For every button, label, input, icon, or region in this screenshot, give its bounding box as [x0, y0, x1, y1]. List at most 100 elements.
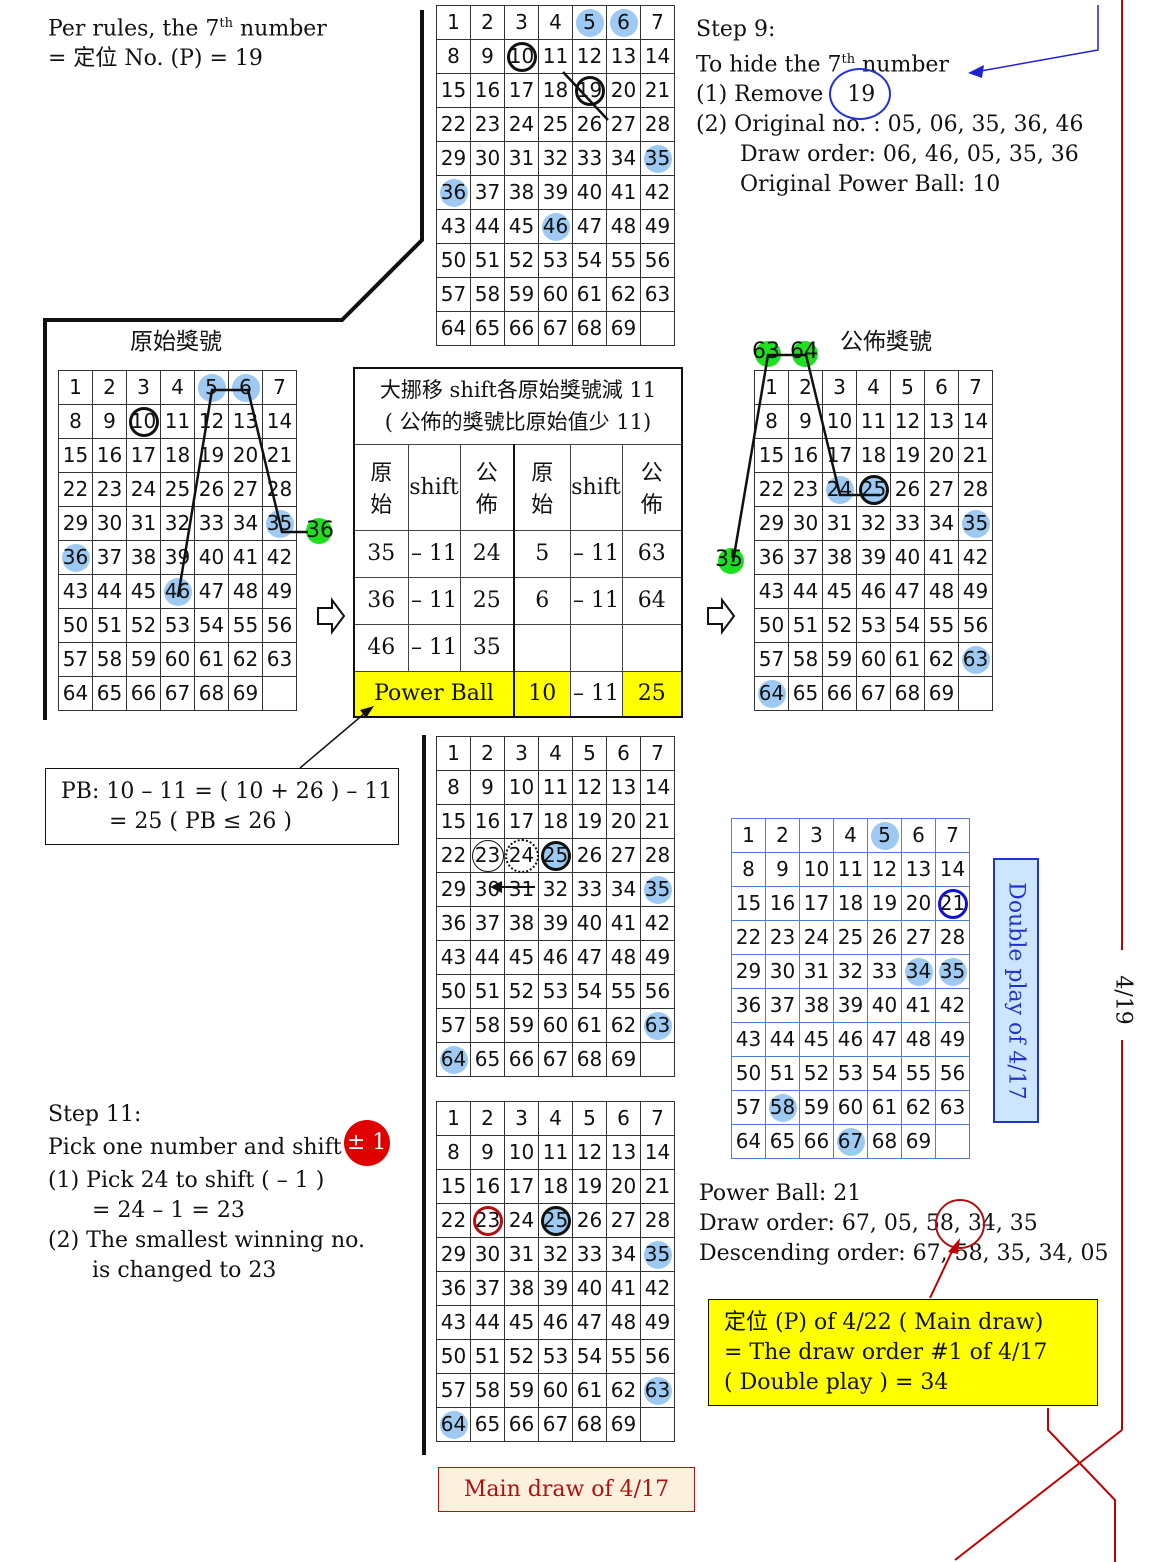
grid-number: 15	[440, 1174, 467, 1198]
grid-cell-46: 46	[160, 574, 195, 609]
grid-number: 29	[62, 511, 89, 535]
grid-cell-54: 54	[194, 608, 229, 643]
grid-cell-1: 1	[731, 818, 766, 853]
table-cell: 5	[513, 529, 571, 578]
grid-number: 39	[542, 911, 569, 935]
grid-number: 16	[96, 443, 123, 467]
green-marker-35-label: 35	[715, 547, 743, 572]
grid-number: 27	[905, 925, 932, 949]
selected-ball-icon	[961, 645, 990, 674]
grid-number: 59	[508, 1013, 535, 1037]
table-cell: 46	[353, 623, 409, 672]
circle-marker-icon	[937, 888, 968, 919]
selected-ball-icon	[870, 821, 899, 850]
grid-cell-31: 31	[126, 506, 161, 541]
grid-number: 11	[837, 857, 864, 881]
rule-note-line2: = 定位 No. (P) = 19	[48, 46, 263, 72]
grid-number: 10	[803, 857, 830, 881]
table-cell: 25	[459, 576, 515, 625]
grid-cell-39: 39	[538, 175, 573, 210]
grid-cell-4: 4	[538, 1101, 573, 1136]
grid-cell-55: 55	[606, 1339, 641, 1374]
grid-number: 23	[792, 477, 819, 501]
grid-cell-34: 34	[228, 506, 263, 541]
table-cell: – 11	[569, 576, 623, 625]
grid-cell-44: 44	[765, 1022, 800, 1057]
grid-cell-20: 20	[606, 1169, 641, 1204]
grid-cell-52: 52	[799, 1056, 834, 1091]
selected-ball-icon	[757, 679, 786, 708]
grid-number: 28	[644, 843, 671, 867]
grid-cell-9: 9	[765, 852, 800, 887]
grid-cell-13: 13	[606, 39, 641, 74]
grid-cell-4: 4	[538, 5, 573, 40]
grid-cell-26: 26	[867, 920, 902, 955]
grid-number: 48	[610, 214, 637, 238]
grid-cell-23: 23	[765, 920, 800, 955]
grid-cell-16: 16	[470, 73, 505, 108]
grid-cell-30: 30	[765, 954, 800, 989]
grid-number: 21	[644, 809, 671, 833]
grid-number: 30	[96, 511, 123, 535]
grid-cell-53: 53	[538, 1339, 573, 1374]
grid-number: 38	[826, 545, 853, 569]
grid-cell-54: 54	[572, 1339, 607, 1374]
grid-cell-59: 59	[504, 1373, 539, 1408]
selected-ball-icon	[643, 144, 672, 173]
grid-number: 14	[939, 857, 966, 881]
original-label: 原始獎號	[130, 329, 222, 355]
grid-number: 37	[474, 911, 501, 935]
grid-cell-65: 65	[92, 676, 127, 711]
grid-cell-67: 67	[538, 1042, 573, 1077]
grid-number: 4	[867, 375, 880, 399]
grid-number: 15	[440, 78, 467, 102]
grid-cell-69: 69	[901, 1124, 936, 1159]
grid-number: 13	[610, 775, 637, 799]
grid-number: 39	[164, 545, 191, 569]
grid-cell-48: 48	[606, 1305, 641, 1340]
grid-cell-34: 34	[901, 954, 936, 989]
grid-cell-23: 23	[470, 838, 505, 873]
grid-number: 41	[610, 1276, 637, 1300]
grid-number: 54	[576, 1344, 603, 1368]
grid-number: 21	[644, 78, 671, 102]
grid-cell-47: 47	[572, 940, 607, 975]
grid-number: 12	[894, 409, 921, 433]
grid-number: 33	[576, 1242, 603, 1266]
grid-cell-33: 33	[867, 954, 902, 989]
grid-number: 61	[576, 282, 603, 306]
grid-number: 28	[962, 477, 989, 501]
grid-number: 32	[860, 511, 887, 535]
grid-number: 22	[440, 843, 467, 867]
grid-cell-59: 59	[504, 277, 539, 312]
grid-cell-60: 60	[538, 277, 573, 312]
grid-number: 30	[474, 146, 501, 170]
grid-cell-21: 21	[640, 73, 675, 108]
grid-cell-69: 69	[228, 676, 263, 711]
grid-cell-40: 40	[572, 175, 607, 210]
grid-cell-13: 13	[924, 404, 959, 439]
grid-number: 35	[266, 511, 293, 535]
grid-number: 20	[610, 78, 637, 102]
grid-number: 55	[905, 1061, 932, 1085]
green-marker-36-label: 36	[306, 518, 334, 543]
grid-number: 39	[542, 180, 569, 204]
grid-cell-15: 15	[436, 1169, 471, 1204]
grid-cell-20: 20	[606, 73, 641, 108]
grid-cell-50: 50	[731, 1056, 766, 1091]
grid-cell-70	[958, 676, 993, 711]
grid-cell-26: 26	[890, 472, 925, 507]
grid-number: 62	[232, 647, 259, 671]
grid-cell-11: 11	[538, 39, 573, 74]
grid-cell-24: 24	[504, 1203, 539, 1238]
grid-number: 56	[644, 248, 671, 272]
grid-number: 19	[576, 1174, 603, 1198]
grid-number: 56	[939, 1061, 966, 1085]
grid-number: 49	[644, 214, 671, 238]
grid-number: 64	[758, 681, 785, 705]
grid-cell-1: 1	[436, 5, 471, 40]
grid-number: 57	[440, 1378, 467, 1402]
table-cell: 64	[621, 576, 683, 625]
grid-number: 9	[776, 857, 789, 881]
grid-cell-28: 28	[958, 472, 993, 507]
